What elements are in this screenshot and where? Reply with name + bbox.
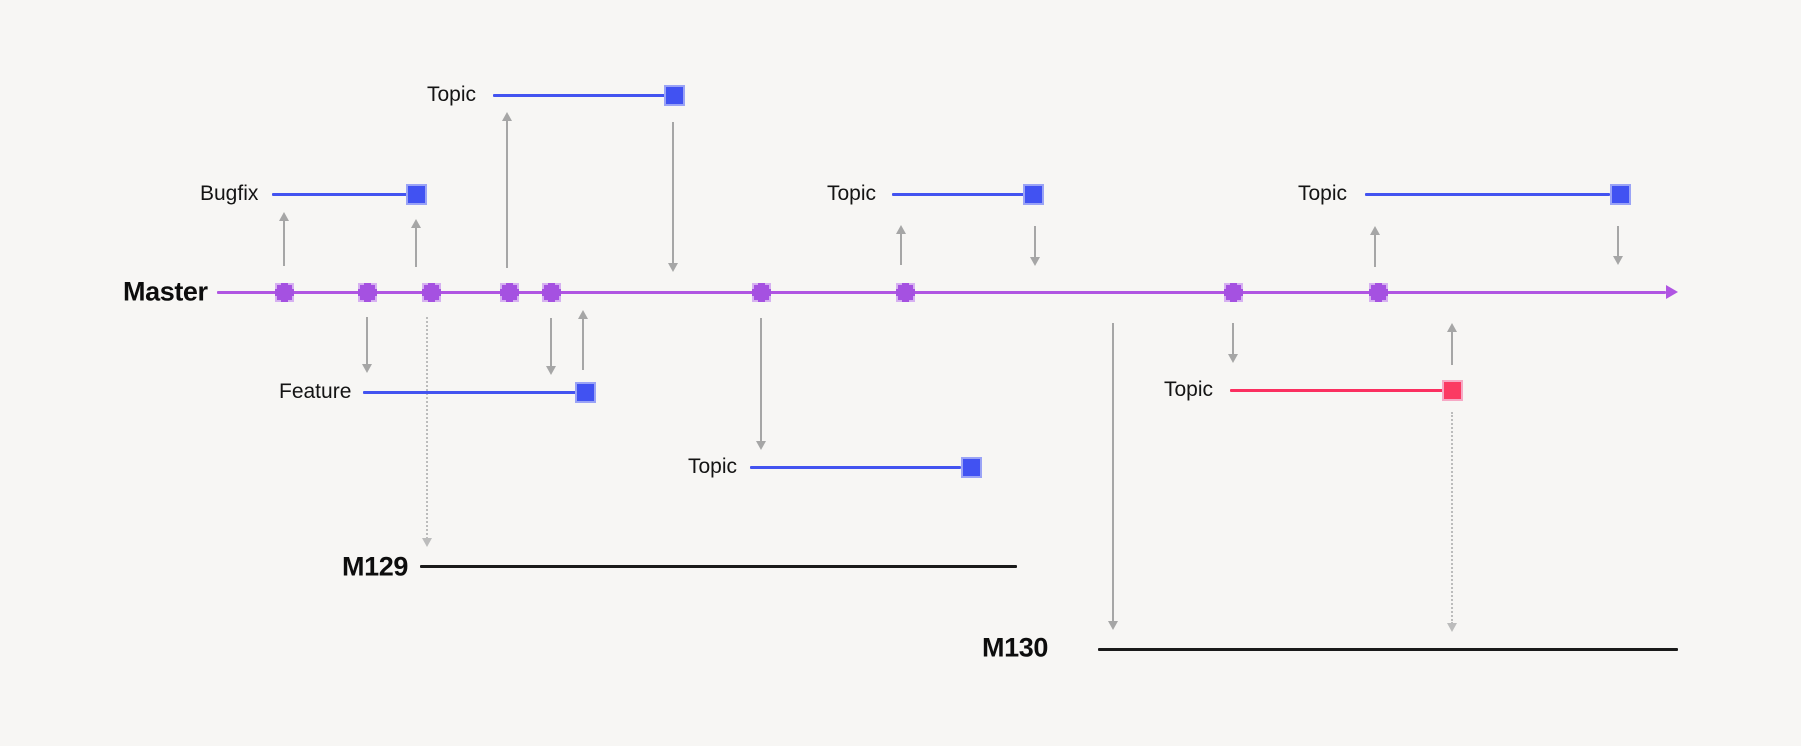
bugfix-branch-arrow-head-icon [279, 212, 289, 221]
m130-master-arrow [1107, 323, 1119, 630]
topic-red-label: Topic [1164, 378, 1214, 401]
m130-label: M130 [982, 632, 1048, 663]
commit-node [1369, 283, 1388, 302]
topic-top-line [493, 94, 667, 97]
topic-right-merge-arrow [1612, 226, 1624, 265]
commit-node [358, 283, 377, 302]
topic-right-branch-arrow-shaft [1374, 234, 1376, 267]
topic-red-branch-arrow [1227, 323, 1239, 363]
topic-bottom-branch-arrow-shaft [760, 318, 762, 442]
m129-dotted-arrow-head-icon [422, 538, 432, 547]
master-arrow-head-icon [1666, 285, 1678, 299]
topic-mid-line [892, 193, 1024, 196]
feature-end-node [575, 382, 596, 403]
commit-node [1224, 283, 1243, 302]
topic-right-merge-arrow-shaft [1617, 226, 1619, 257]
topic-red-merge-arrow [1446, 323, 1458, 365]
topic-mid-branch-arrow-shaft [900, 233, 902, 265]
topic-top-merge-arrow-shaft [672, 122, 674, 264]
topic-top-label: Topic [427, 83, 477, 106]
feature-commit-arrow-head-icon [546, 366, 556, 375]
topic-mid-branch-arrow-head-icon [896, 225, 906, 234]
topic-top-branch-arrow [501, 112, 513, 268]
commit-node [752, 283, 771, 302]
m130-line [1098, 648, 1678, 651]
feature-branch-arrow-head-icon [362, 364, 372, 373]
topic-top-merge-arrow-head-icon [668, 263, 678, 272]
feature-merge-arrow-shaft [582, 318, 584, 370]
feature-branch-arrow-shaft [366, 317, 368, 365]
topic-mid-merge-arrow-head-icon [1030, 257, 1040, 266]
feature-line [363, 391, 576, 394]
bugfix-merge-arrow [410, 219, 422, 267]
topic-top-branch-arrow-head-icon [502, 112, 512, 121]
topic-red-branch-arrow-shaft [1232, 323, 1234, 355]
bugfix-label: Bugfix [200, 182, 259, 205]
topic-right-label: Topic [1298, 182, 1348, 205]
m130-master-arrow-shaft [1112, 323, 1114, 622]
m129-dotted-arrow-shaft [426, 317, 428, 539]
commit-node [896, 283, 915, 302]
feature-commit-arrow [545, 318, 557, 375]
feature-commit-arrow-shaft [550, 318, 552, 367]
m129-dotted-arrow [421, 317, 433, 547]
m129-label: M129 [342, 551, 408, 582]
commit-node [422, 283, 441, 302]
feature-merge-arrow [577, 310, 589, 370]
m130-dotted-arrow-head-icon [1447, 623, 1457, 632]
topic-red-branch-arrow-head-icon [1228, 354, 1238, 363]
topic-right-branch-arrow [1369, 226, 1381, 267]
bugfix-merge-arrow-head-icon [411, 219, 421, 228]
feature-merge-arrow-head-icon [578, 310, 588, 319]
topic-top-end-node [664, 85, 685, 106]
topic-bottom-branch-arrow [755, 318, 767, 450]
topic-right-line [1365, 193, 1610, 196]
m130-master-arrow-head-icon [1108, 621, 1118, 630]
topic-bottom-branch-arrow-head-icon [756, 441, 766, 450]
topic-mid-end-node [1023, 184, 1044, 205]
bugfix-end-node [406, 184, 427, 205]
topic-mid-branch-arrow [895, 225, 907, 265]
topic-red-line [1230, 389, 1443, 392]
topic-red-merge-arrow-shaft [1451, 331, 1453, 365]
commit-node [500, 283, 519, 302]
topic-right-merge-arrow-head-icon [1613, 256, 1623, 265]
topic-red-merge-arrow-head-icon [1447, 323, 1457, 332]
topic-right-end-node [1610, 184, 1631, 205]
m129-line [420, 565, 1017, 568]
topic-top-branch-arrow-shaft [506, 120, 508, 268]
feature-branch-arrow [361, 317, 373, 373]
bugfix-branch-arrow-shaft [283, 220, 285, 266]
feature-label: Feature [279, 380, 352, 403]
master-label: Master [123, 276, 208, 307]
topic-top-merge-arrow [667, 122, 679, 272]
topic-mid-merge-arrow-shaft [1034, 226, 1036, 258]
master-line [217, 291, 1666, 294]
topic-bottom-label: Topic [688, 455, 738, 478]
m130-dotted-arrow [1446, 412, 1458, 632]
topic-bottom-end-node [961, 457, 982, 478]
bugfix-line [272, 193, 407, 196]
topic-red-end-node [1442, 380, 1463, 401]
commit-node [275, 283, 294, 302]
topic-bottom-line [750, 466, 961, 469]
m130-dotted-arrow-shaft [1451, 412, 1453, 624]
topic-mid-merge-arrow [1029, 226, 1041, 266]
bugfix-merge-arrow-shaft [415, 227, 417, 267]
topic-mid-label: Topic [827, 182, 877, 205]
topic-right-branch-arrow-head-icon [1370, 226, 1380, 235]
bugfix-branch-arrow [278, 212, 290, 266]
commit-node [542, 283, 561, 302]
